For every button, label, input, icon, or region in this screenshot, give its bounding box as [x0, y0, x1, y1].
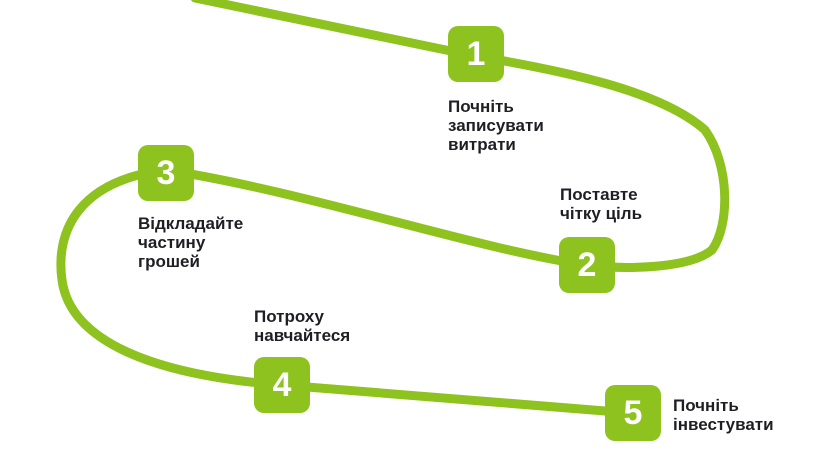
- step-2-badge: 2: [559, 237, 615, 293]
- step-3-label: Відкладайте частину грошей: [138, 214, 244, 271]
- step-2-label: Поставте чітку ціль: [560, 185, 643, 223]
- step-3-badge: 3: [138, 145, 194, 201]
- step-5-badge: 5: [605, 385, 661, 441]
- step-5-label: Почніть інвестувати: [673, 396, 774, 434]
- step-1-badge: 1: [448, 26, 504, 82]
- step-1-label: Почніть записувати витрати: [448, 97, 544, 154]
- step-4-label: Потроху навчайтеся: [254, 307, 351, 345]
- step-4-badge: 4: [254, 357, 310, 413]
